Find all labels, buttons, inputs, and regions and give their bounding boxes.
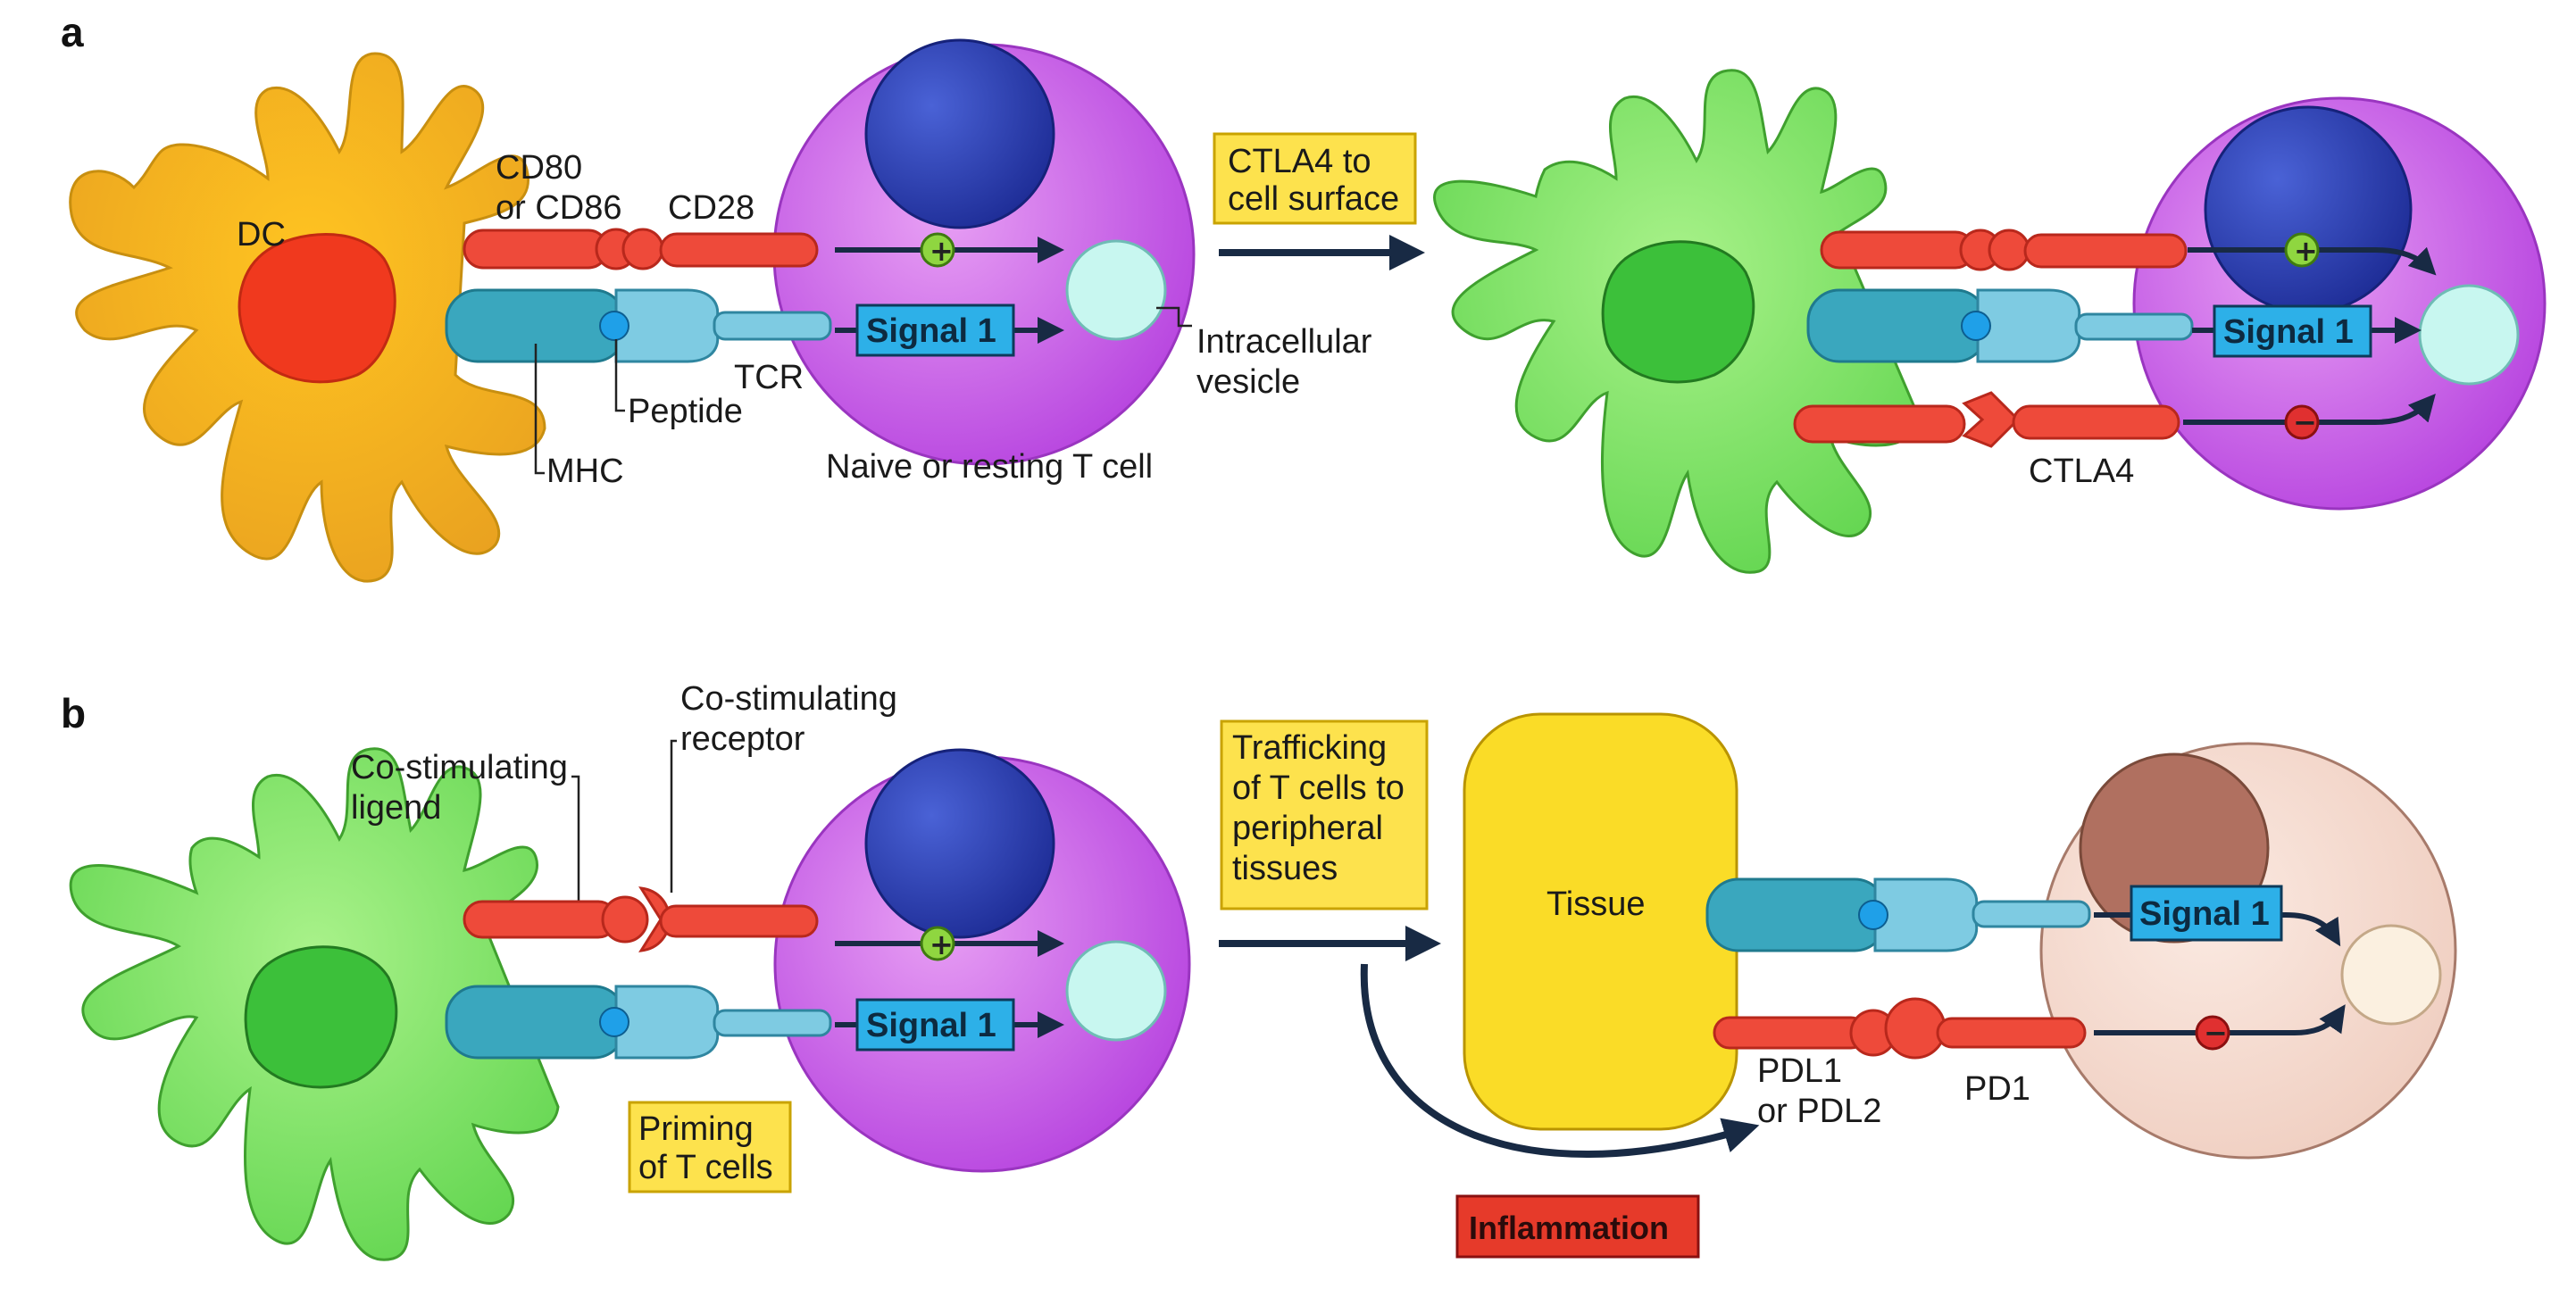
signal1-box-right: [2213, 304, 2372, 358]
trafficking-box: [1220, 719, 1429, 910]
ctla4-box-line1: CTLA4 to: [1228, 143, 1371, 180]
dendritic-cell-orange: [69, 52, 546, 583]
priming-box: [628, 1101, 792, 1193]
cd80-label-2: or CD86: [496, 189, 622, 227]
inflammation-box: [1455, 1194, 1700, 1259]
minus-icon: [2284, 404, 2320, 440]
cd80-cd28-pair-right: [1820, 229, 2188, 271]
signal1-box-b: [855, 998, 1015, 1052]
mhc-label: MHC: [546, 453, 624, 490]
plus-icon-b: [920, 926, 955, 961]
cd80-cd28-pair: [463, 228, 819, 270]
vesicle-leader: [1156, 306, 1192, 328]
naive-t-cell: [772, 38, 1196, 466]
panel-b-letter: b: [61, 690, 86, 736]
priming-line1: Priming: [638, 1110, 754, 1148]
mhc-tcr-complex-b: [445, 985, 832, 1060]
signal1-text: Signal 1: [866, 312, 996, 350]
minus-symbol-tissue: −: [2204, 1016, 2228, 1050]
costim-pair: [463, 886, 819, 952]
costim-ligand-label-2: ligend: [351, 789, 441, 827]
costim-receptor-label-2: receptor: [680, 720, 805, 758]
priming-line2: of T cells: [638, 1149, 773, 1186]
pdl-label-1: PDL1: [1757, 1052, 1842, 1090]
plus-symbol: +: [930, 234, 954, 268]
plus-icon-right: [2284, 232, 2320, 268]
signal1-arrow-tissue: [2094, 912, 2341, 947]
pdl1-pd1-pair: [1713, 997, 2087, 1060]
dc-label: DC: [237, 216, 286, 254]
peripheral-t-cell: [2039, 742, 2457, 1160]
naive-t-cell-b: [773, 748, 1191, 1173]
costim-receptor-label-1: Co-stimulating: [680, 680, 897, 718]
inflammation-arrow: [1360, 963, 1760, 1158]
trafficking-line1: Trafficking: [1232, 729, 1387, 767]
tcr-label: TCR: [734, 359, 804, 396]
minus-symbol: −: [2293, 405, 2317, 439]
signal1-text-tissue: Signal 1: [2139, 895, 2270, 933]
plus-icon: [920, 232, 955, 268]
inflammation-text: Inflammation: [1469, 1210, 1669, 1246]
intracellular-vesicle: [1065, 239, 1167, 341]
dendritic-cell-green-b: [69, 747, 560, 1261]
signal1-text-b: Signal 1: [866, 1007, 996, 1044]
peptide: [599, 311, 629, 341]
tcell-label: Naive or resting T cell: [826, 448, 1153, 486]
signal1-text-right: Signal 1: [2223, 313, 2354, 351]
mhc-tcr-complex: [445, 288, 832, 363]
cd80-label-1: CD80: [496, 149, 582, 187]
costim-ligand-label-1: Co-stimulating: [351, 749, 568, 786]
plus-symbol-b: +: [930, 927, 954, 961]
ligand-leader: [571, 775, 580, 910]
cd28-label: CD28: [668, 189, 754, 227]
pd1-label: PD1: [1964, 1070, 2030, 1108]
ctla4-box: [1213, 132, 1417, 225]
inhibit-arrow: [2183, 393, 2436, 425]
pdl-label-2: or PDL2: [1757, 1093, 1881, 1130]
peptide-leader: [614, 339, 625, 412]
ctla4-label: CTLA4: [2029, 453, 2134, 490]
plus-symbol-right: +: [2294, 234, 2318, 268]
peptide-label: Peptide: [628, 393, 743, 430]
signal1-box-tissue: [2130, 885, 2283, 942]
receptor-leader: [670, 739, 677, 893]
dendritic-cell-green-a: [1433, 69, 1922, 574]
mhc-leader: [534, 344, 545, 475]
trafficking-line4: tissues: [1232, 850, 1338, 887]
vesicle-label-2: vesicle: [1196, 363, 1300, 401]
trafficking-line3: peripheral: [1232, 810, 1383, 847]
activated-t-cell: [2132, 96, 2547, 511]
signal1-box: [855, 303, 1015, 357]
mhc-tcr-complex-right: [1806, 288, 2194, 363]
costim-arrow-right: [2188, 246, 2437, 276]
inhibit-arrow-tissue: [2094, 1004, 2346, 1035]
mhc-tcr-complex-tissue: [1705, 877, 2091, 952]
ctla4-box-line2: cell surface: [1228, 180, 1399, 218]
minus-icon-tissue: [2195, 1015, 2230, 1051]
vesicle-label-1: Intracellular: [1196, 323, 1372, 361]
panel-a-letter: a: [61, 9, 84, 55]
cd80-ctla4-pair: [1793, 391, 2180, 448]
trafficking-line2: of T cells to: [1232, 769, 1405, 807]
tissue-label: Tissue: [1546, 885, 1646, 923]
